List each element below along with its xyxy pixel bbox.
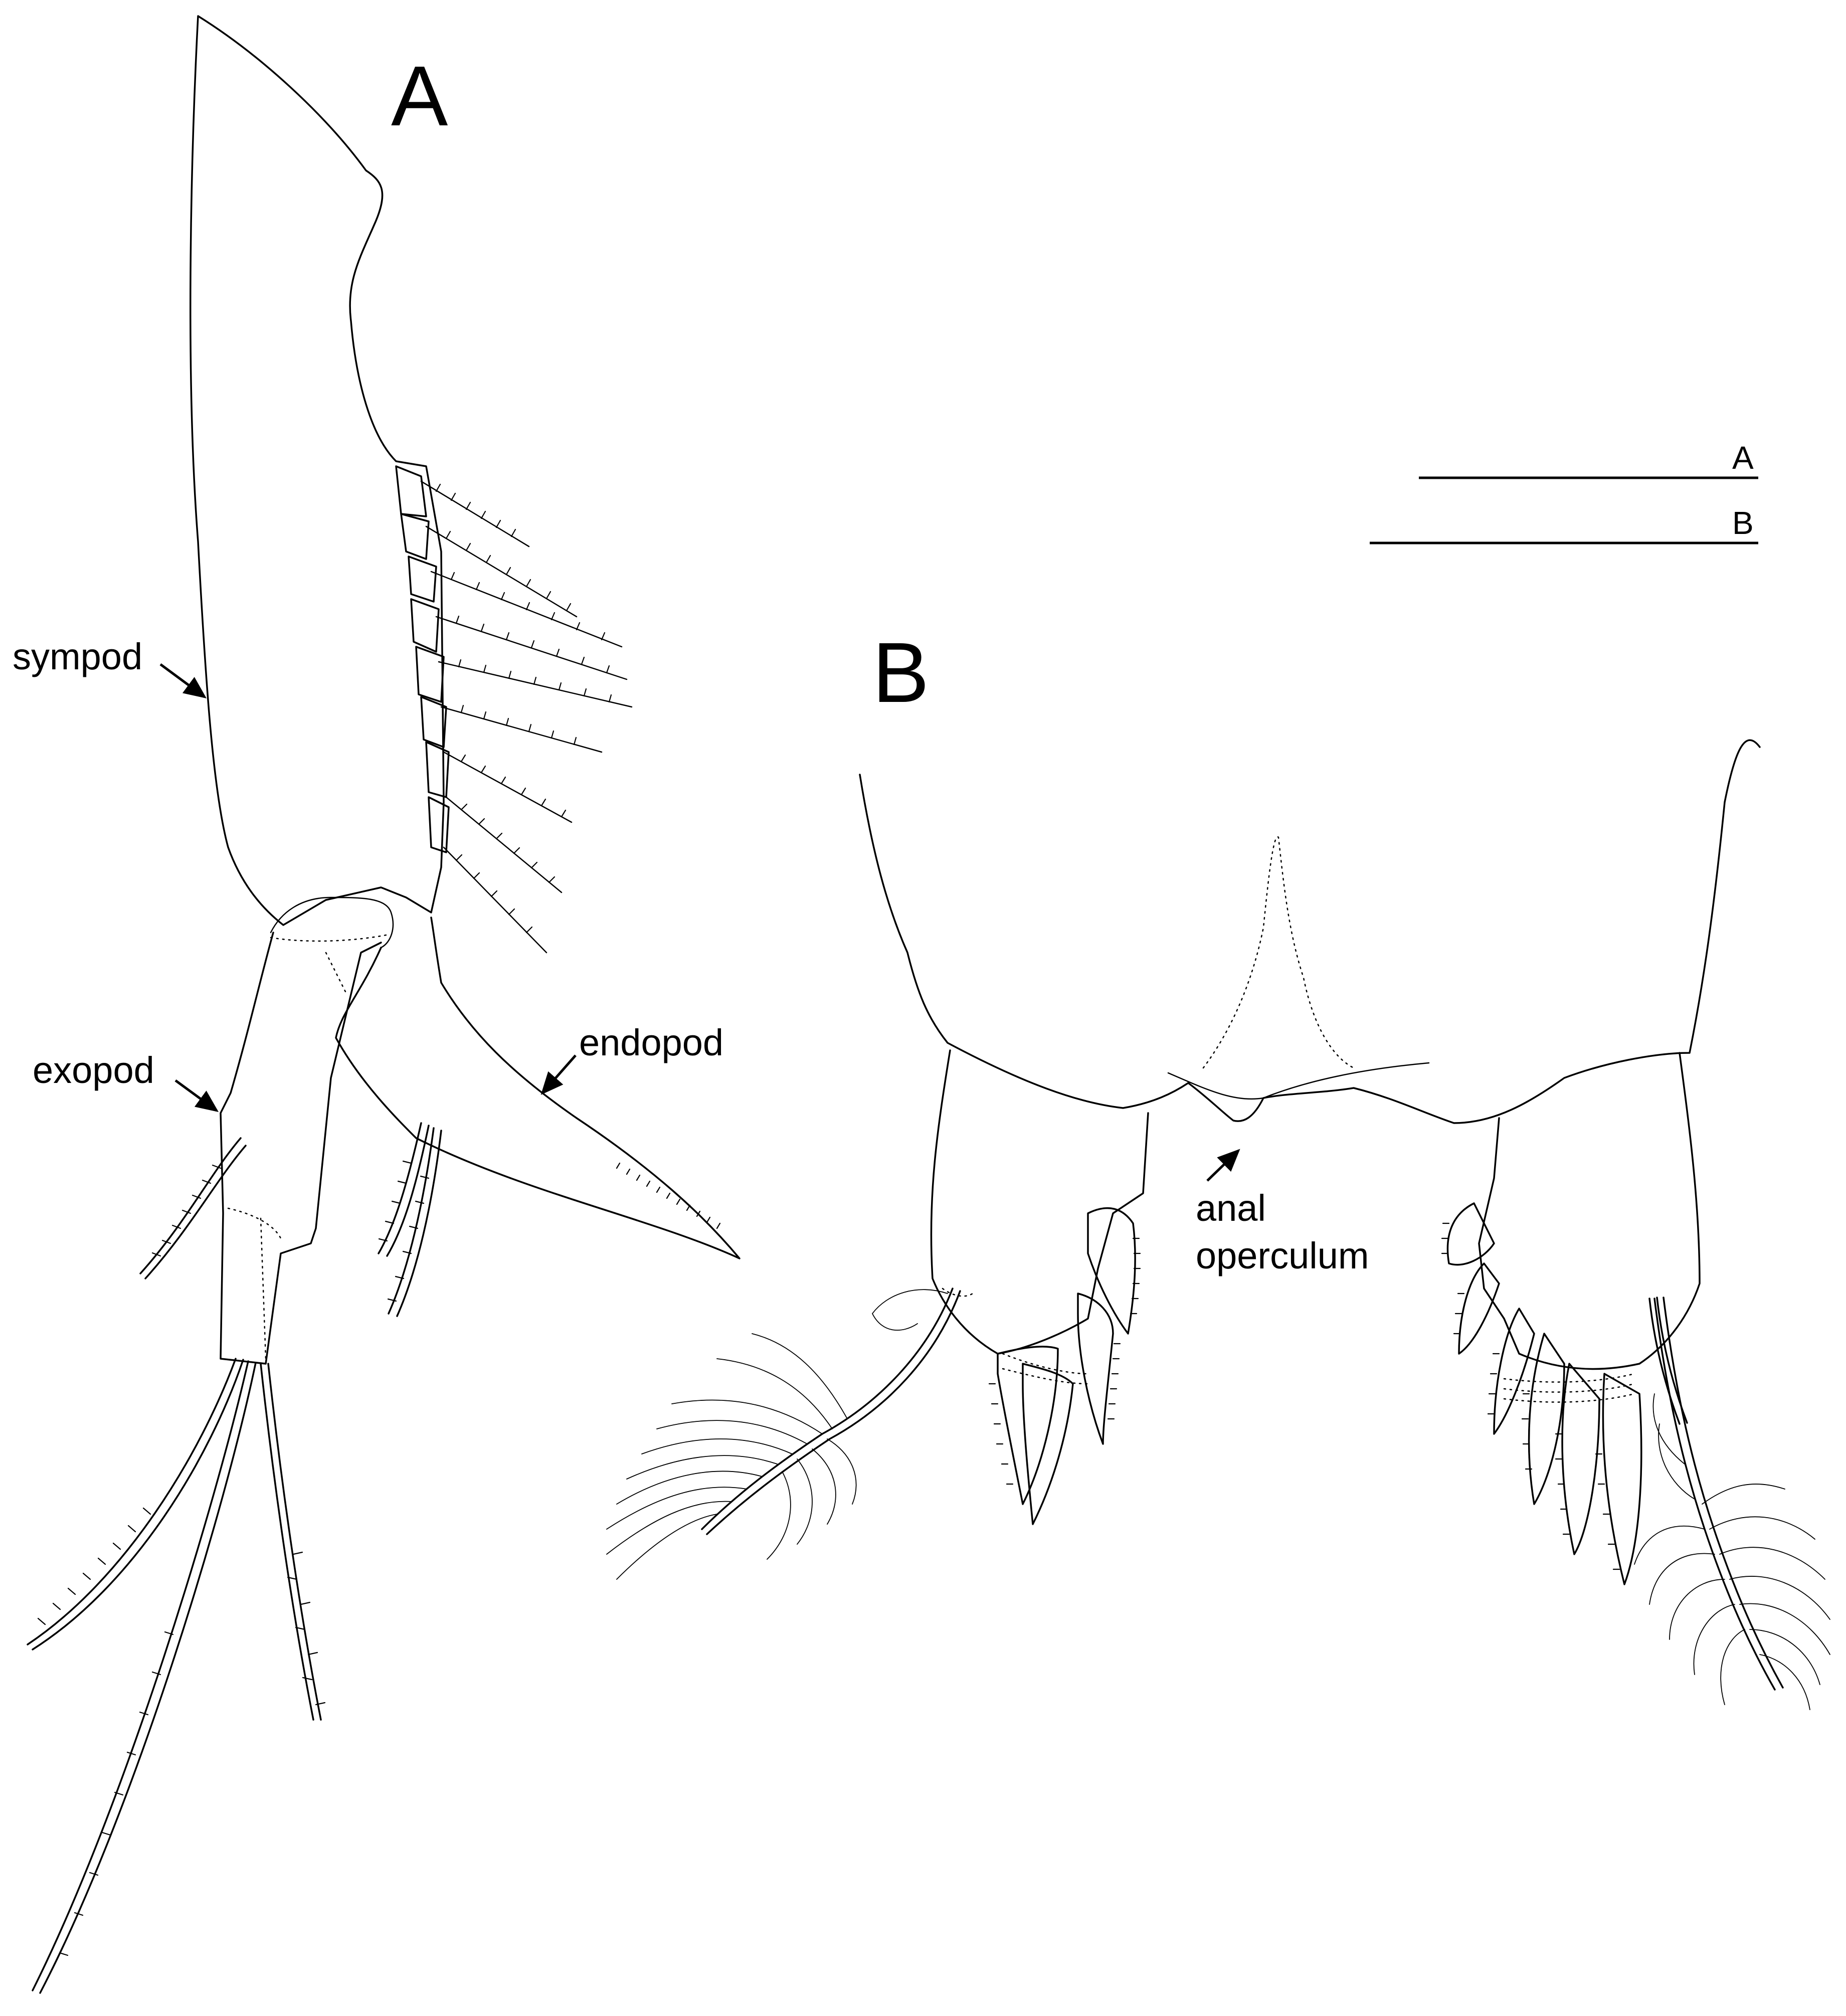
coxa-dotted-line-2 (325, 952, 347, 994)
label-anal: anal (1196, 1187, 1266, 1229)
coxa-dotted-line (270, 934, 387, 942)
left-ramus-dotted (942, 1288, 1089, 1385)
scale-bars: A B (1370, 440, 1758, 544)
abdomen-inner-line (1167, 1062, 1430, 1100)
left-plumes (606, 1333, 857, 1580)
panel-b-drawing (606, 739, 1830, 1710)
exopod-terminal-setae (27, 1358, 326, 1994)
right-plumes (1634, 1393, 1830, 1710)
right-short-seta (1648, 1297, 1688, 1425)
left-caudal-ramus (930, 1049, 1149, 1355)
arrow-anal-operculum (1206, 1149, 1240, 1182)
left-spines (988, 1207, 1141, 1525)
arrow-exopod (174, 1079, 219, 1112)
sympod-outline (190, 15, 445, 926)
right-spines (1441, 1202, 1642, 1585)
arrow-endopod (540, 1054, 577, 1095)
right-plumose-seta-edge (1663, 1297, 1784, 1689)
endopod-spinules (616, 1162, 721, 1229)
exopod-lateral-seta (139, 1137, 247, 1279)
arrow-sympod (159, 663, 207, 698)
exopod-dotted-line (227, 1207, 282, 1239)
left-plumose-seta (701, 1288, 954, 1530)
anal-operculum-dotted (1202, 836, 1355, 1069)
endite-setae (420, 480, 633, 954)
exopod-lateral-setules (151, 1164, 222, 1257)
right-plumose-seta (1653, 1298, 1776, 1691)
label-endopod: endopod (579, 1022, 723, 1063)
scale-label-a: A (1732, 440, 1754, 476)
panel-a-drawing (27, 15, 741, 1994)
left-curled-seta (871, 1289, 948, 1331)
abdomen-outline (859, 739, 1761, 1124)
right-caudal-ramus (1478, 1052, 1701, 1370)
scale-label-b: B (1732, 505, 1754, 541)
panel-label-b: B (872, 625, 929, 720)
exopod-outline (220, 932, 382, 1365)
endopod-outline (335, 917, 741, 1259)
basis-lobe (270, 896, 394, 949)
right-ramus-dotted (1503, 1373, 1635, 1403)
label-operculum: operculum (1196, 1235, 1369, 1276)
panel-label-a: A (391, 49, 448, 144)
exopod-dotted-line-2 (260, 1217, 267, 1360)
endite-row (395, 465, 450, 853)
label-exopod: exopod (33, 1049, 154, 1091)
endopod-setae (378, 1122, 442, 1317)
left-plumose-seta-edge (706, 1290, 961, 1535)
label-sympod: sympod (13, 636, 142, 677)
